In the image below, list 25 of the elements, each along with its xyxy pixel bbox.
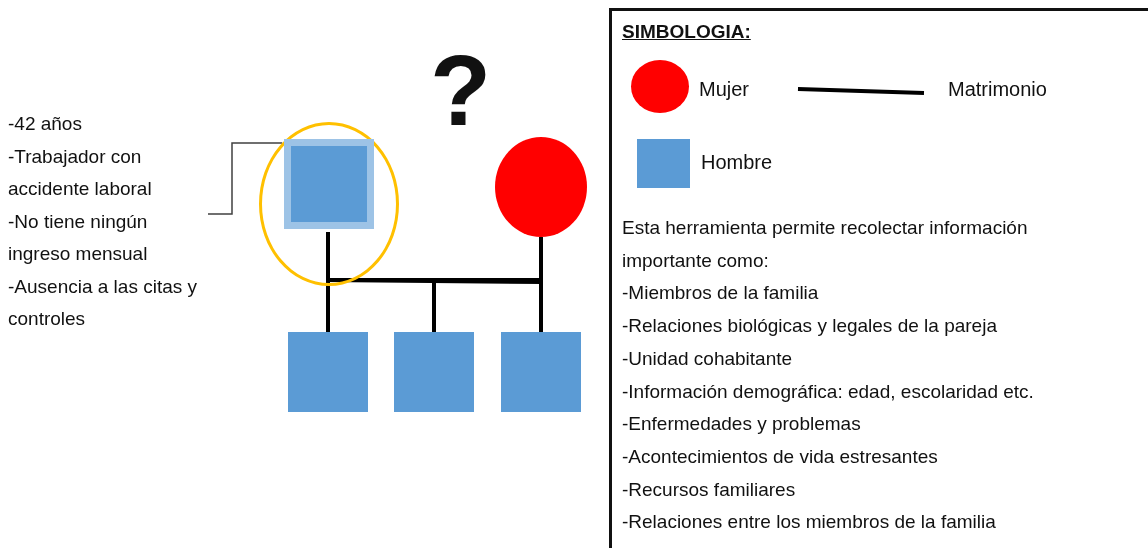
note-text: -Ausencia a las citas y controles [8,274,199,331]
description-text: -Miembros de la familia [622,281,820,306]
legend-label: Matrimonio [948,79,1047,99]
description-text: -Enfermedades y problemas [622,412,862,437]
male-square [501,332,581,412]
description-text: -Información demográfica: edad, escolaridad etc. [622,379,1035,404]
description-text: -Relaciones entre los miembros de la familia [622,510,997,535]
highlight-ellipse [259,122,399,286]
question-mark: ? [430,40,492,140]
male-square [394,332,474,412]
relationship-line [432,237,543,332]
description-text: Esta herramienta permite recolectar información importante como: [622,216,1029,273]
description-text: -Unidad cohabitante [622,346,794,371]
description-text: -Acontecimientos de vida estresantes [622,444,939,469]
description-text: -Recursos familiares [622,477,797,502]
male-square [288,332,368,412]
legend-label: Hombre [701,152,773,172]
note-text: -42 años [8,112,83,136]
note-text: -Trabajador con accidente laboral [8,144,153,201]
leader-line [207,142,283,215]
legend-label: Mujer [699,79,749,99]
legend-heading: SIMBOLOGIA: [622,21,751,43]
male-square [284,139,374,229]
description-text: -Relaciones biológicas y legales de la pareja [622,314,998,339]
note-text: -No tiene ningún ingreso mensual [8,209,149,266]
